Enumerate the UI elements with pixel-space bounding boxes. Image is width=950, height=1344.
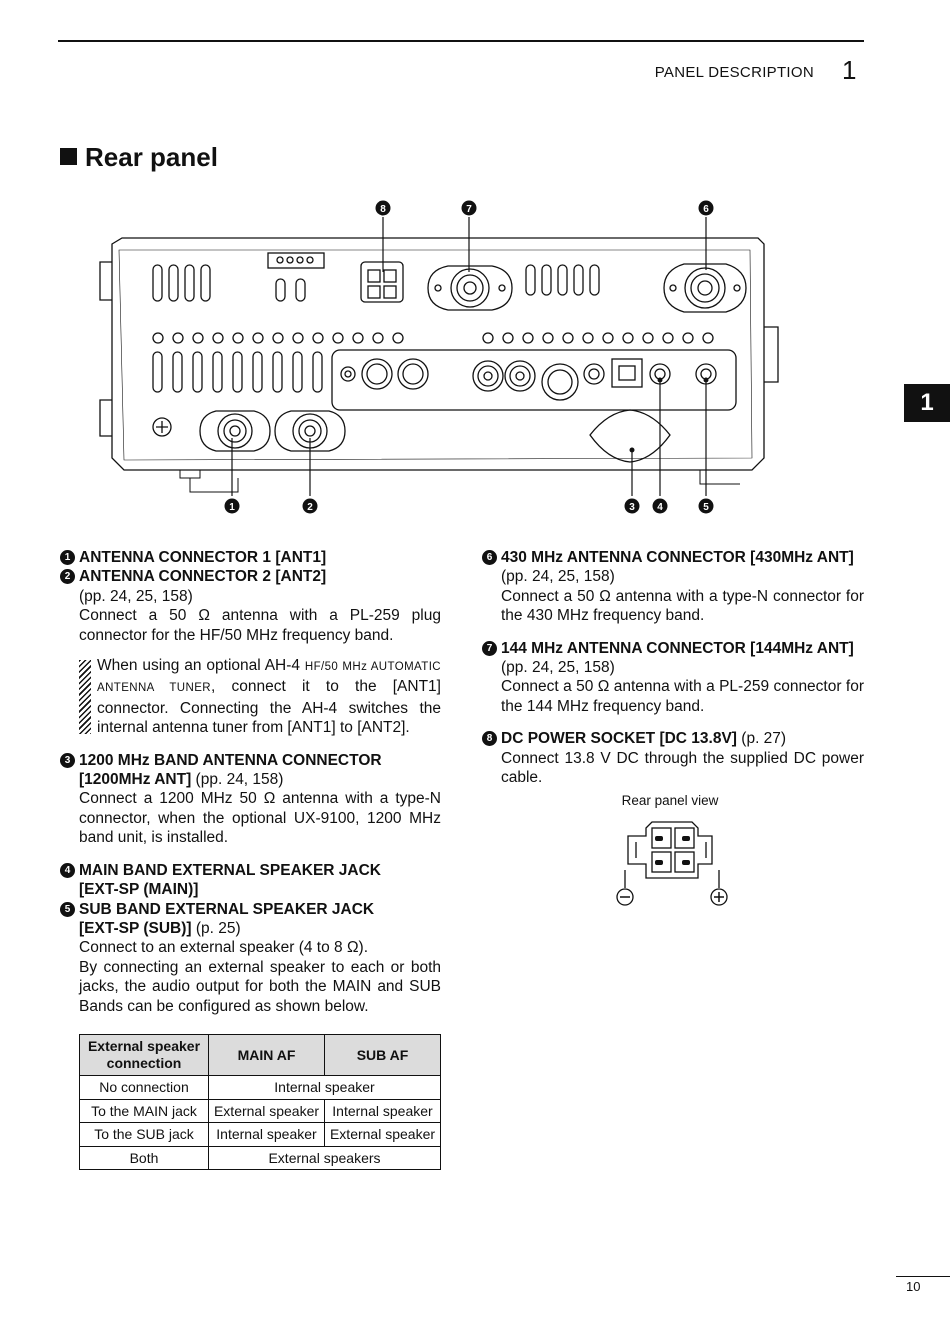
ah4-note: When using an optional AH-4 HF/50 MHz AU… xyxy=(60,656,441,738)
item-144-ant: 7 144 MHz ANTENNA CONNECTOR [144MHz ANT]… xyxy=(482,639,864,717)
svg-text:1: 1 xyxy=(229,502,235,513)
chapter-number: 1 xyxy=(842,55,857,85)
item-ant-body: Connect a 50 Ω antenna with a PL-259 plu… xyxy=(79,607,441,644)
power-socket-view xyxy=(616,821,728,906)
num-badge-3: 3 xyxy=(60,752,75,768)
power-view-label: Rear panel view xyxy=(621,793,719,808)
table-header-sub: SUB AF xyxy=(324,1034,441,1076)
num-badge-1: 1 xyxy=(60,550,75,565)
svg-text:6: 6 xyxy=(703,204,709,215)
item-ant2-heading: ANTENNA CONNECTOR 2 [ANT2] xyxy=(79,568,327,586)
callout-1: 1 xyxy=(224,498,240,514)
page-title: Rear panel xyxy=(60,142,218,173)
rear-panel-diagram: 8 7 6 1 2 3 4 5 xyxy=(99,200,779,514)
callout-7: 7 xyxy=(461,200,477,216)
callout-8: 8 xyxy=(375,200,391,216)
svg-text:7: 7 xyxy=(466,204,472,215)
num-badge-7: 7 xyxy=(482,640,497,656)
item-ant1: 1 ANTENNA CONNECTOR 1 [ANT1] xyxy=(60,548,441,567)
num-badge-4: 4 xyxy=(60,862,75,878)
num-badge-8: 8 xyxy=(482,731,497,747)
square-bullet-icon xyxy=(60,148,77,165)
page-number: 10 xyxy=(896,1276,950,1294)
item-ant2: 2 ANTENNA CONNECTOR 2 [ANT2] (pp. 24, 25… xyxy=(60,567,441,645)
page-title-text: Rear panel xyxy=(85,142,218,172)
section-heading: PANEL DESCRIPTION xyxy=(654,64,814,81)
svg-text:8: 8 xyxy=(380,204,386,215)
item-ant-ref: (pp. 24, 25, 158) xyxy=(79,587,193,605)
callout-6: 6 xyxy=(698,200,714,216)
svg-text:3: 3 xyxy=(629,502,635,513)
left-column: 1 ANTENNA CONNECTOR 1 [ANT1] 2 ANTENNA C… xyxy=(60,548,441,1016)
item-dc-power: 8 DC POWER SOCKET [DC 13.8V] (p. 27) Con… xyxy=(482,729,864,787)
callout-3: 3 xyxy=(624,498,640,514)
plus-terminal-icon xyxy=(710,888,728,906)
callout-4: 4 xyxy=(652,498,668,514)
item-1200-ant: 3 1200 MHz BAND ANTENNA CONNECTOR [1200M… xyxy=(60,751,441,848)
header-rule xyxy=(58,40,864,42)
num-badge-6: 6 xyxy=(482,550,497,565)
num-badge-5: 5 xyxy=(60,901,75,917)
table-header-main: MAIN AF xyxy=(208,1034,325,1076)
chapter-tab: 1 xyxy=(904,384,950,422)
right-column: 6 430 MHz ANTENNA CONNECTOR [430MHz ANT]… xyxy=(482,548,864,787)
num-badge-2: 2 xyxy=(60,569,75,585)
item-430-ant: 6 430 MHz ANTENNA CONNECTOR [430MHz ANT]… xyxy=(482,548,864,626)
note-hatch-icon xyxy=(79,660,91,735)
svg-text:4: 4 xyxy=(657,502,663,513)
svg-text:5: 5 xyxy=(703,502,709,513)
callout-2: 2 xyxy=(302,498,318,514)
callout-5: 5 xyxy=(698,498,714,514)
svg-text:2: 2 xyxy=(307,502,313,513)
item-ant1-heading: ANTENNA CONNECTOR 1 [ANT1] xyxy=(79,549,327,566)
minus-terminal-icon xyxy=(616,888,634,906)
chassis-outline xyxy=(111,237,765,471)
item-ext-sp-main: 4 MAIN BAND EXTERNAL SPEAKER JACK [EXT-S… xyxy=(60,861,441,900)
item-ext-sp-sub: 5 SUB BAND EXTERNAL SPEAKER JACK [EXT-SP… xyxy=(60,900,441,1016)
item-1200-body: Connect a 1200 MHz 50 Ω antenna with a t… xyxy=(79,790,441,847)
